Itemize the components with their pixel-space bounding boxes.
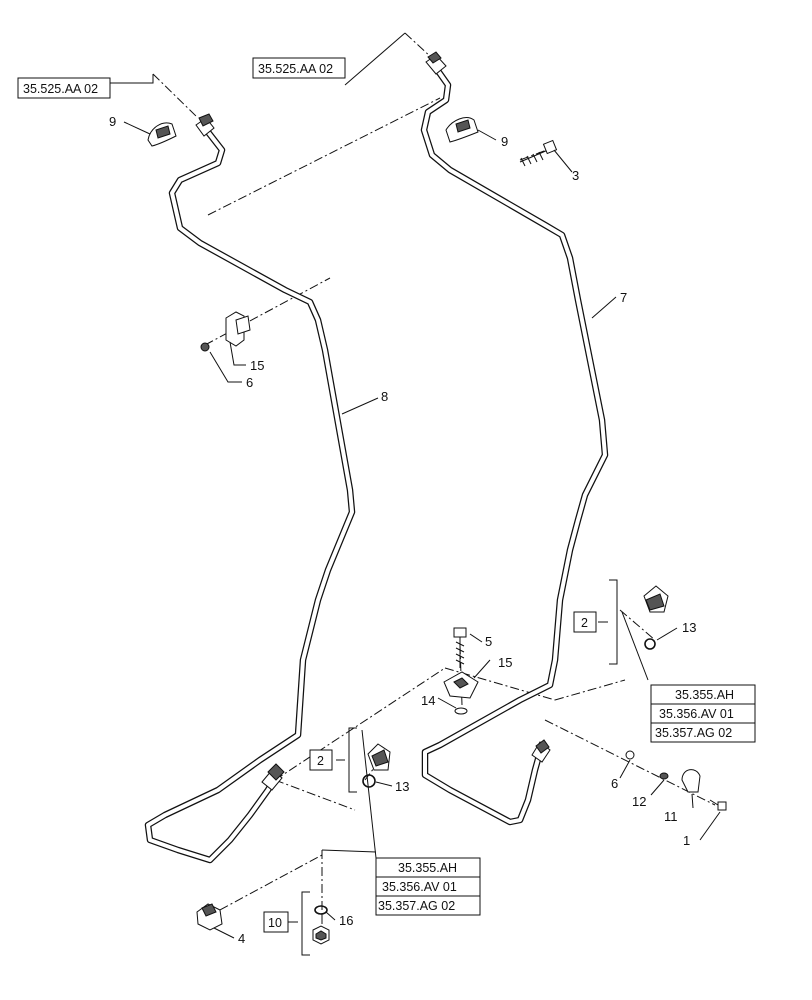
clamp-15-upper[interactable] bbox=[225, 311, 251, 347]
callout-6-lower: 6 bbox=[611, 776, 618, 791]
callout-14: 14 bbox=[421, 693, 435, 708]
svg-text:10: 10 bbox=[268, 916, 282, 930]
nut-bottom[interactable] bbox=[312, 925, 330, 945]
svg-text:35.357.AG 02: 35.357.AG 02 bbox=[655, 726, 732, 740]
clamp-11[interactable] bbox=[681, 769, 701, 793]
svg-text:35.356.AV 01: 35.356.AV 01 bbox=[382, 880, 457, 894]
fitting-2-left[interactable] bbox=[367, 743, 391, 771]
svg-text:35.355.AH: 35.355.AH bbox=[675, 688, 734, 702]
callout-6-upper: 6 bbox=[246, 375, 253, 390]
callout-numbers: 9 9 3 8 7 15 6 5 15 14 13 13 6 12 11 1 4… bbox=[109, 114, 696, 946]
svg-text:2: 2 bbox=[581, 616, 588, 630]
nut-6-upper[interactable] bbox=[200, 342, 210, 352]
ref-box-top-left[interactable]: 35.525.AA 02 bbox=[17, 77, 111, 99]
callout-9-right: 9 bbox=[501, 134, 508, 149]
callout-4: 4 bbox=[238, 931, 245, 946]
fitting-2-right[interactable] bbox=[643, 585, 669, 613]
callout-16: 16 bbox=[339, 913, 353, 928]
callout-5: 5 bbox=[485, 634, 492, 649]
ref-group-bottom[interactable]: 35.355.AH 35.356.AV 01 35.357.AG 02 bbox=[375, 857, 481, 916]
leader-lines bbox=[110, 32, 721, 956]
callout-15-upper: 15 bbox=[250, 358, 264, 373]
assembly-centerlines bbox=[152, 32, 716, 940]
ref-box-top-center[interactable]: 35.525.AA 02 bbox=[252, 57, 346, 79]
clamp-9-right[interactable] bbox=[445, 117, 479, 143]
o-ring-13-right[interactable] bbox=[644, 638, 656, 650]
kit-box-2-right[interactable]: 2 bbox=[573, 611, 597, 633]
clamp-9-left[interactable] bbox=[147, 122, 177, 147]
tube-7-bottom-fitting bbox=[531, 739, 551, 763]
bolt-1[interactable] bbox=[709, 799, 727, 811]
clamp-15-lower[interactable] bbox=[443, 671, 479, 699]
svg-text:2: 2 bbox=[317, 754, 324, 768]
washer-14[interactable] bbox=[454, 707, 468, 715]
tube-8[interactable] bbox=[144, 128, 356, 864]
callout-13-left: 13 bbox=[395, 779, 409, 794]
plug-4[interactable] bbox=[196, 903, 223, 931]
svg-text:35.525.AA 02: 35.525.AA 02 bbox=[23, 82, 98, 96]
callout-11: 11 bbox=[664, 809, 678, 824]
svg-text:35.357.AG 02: 35.357.AG 02 bbox=[378, 899, 455, 913]
callout-9-left: 9 bbox=[109, 114, 116, 129]
kit-box-10[interactable]: 10 bbox=[263, 911, 289, 933]
callout-1: 1 bbox=[683, 833, 690, 848]
svg-text:35.525.AA 02: 35.525.AA 02 bbox=[258, 62, 333, 76]
callout-8: 8 bbox=[381, 389, 388, 404]
tube-8-top-fitting bbox=[195, 113, 215, 137]
bolt-5[interactable] bbox=[453, 627, 467, 668]
ref-group-right[interactable]: 35.355.AH 35.356.AV 01 35.357.AG 02 bbox=[650, 684, 756, 743]
callout-3: 3 bbox=[572, 168, 579, 183]
kit-box-2-left[interactable]: 2 bbox=[309, 749, 333, 771]
callout-12: 12 bbox=[632, 794, 646, 809]
tube-8-bottom-fitting bbox=[261, 763, 285, 791]
tube-7-top-fitting bbox=[425, 51, 447, 75]
washer-12[interactable] bbox=[659, 772, 669, 780]
callout-15-lower: 15 bbox=[498, 655, 512, 670]
nut-6-lower[interactable] bbox=[625, 750, 635, 760]
washer-16[interactable] bbox=[314, 905, 328, 915]
callout-13-right: 13 bbox=[682, 620, 696, 635]
svg-text:35.355.AH: 35.355.AH bbox=[398, 861, 457, 875]
o-ring-13-left[interactable] bbox=[362, 774, 376, 788]
svg-text:35.356.AV 01: 35.356.AV 01 bbox=[659, 707, 734, 721]
bolt-3[interactable] bbox=[519, 139, 558, 167]
tube-7[interactable] bbox=[420, 64, 609, 826]
callout-7: 7 bbox=[620, 290, 627, 305]
